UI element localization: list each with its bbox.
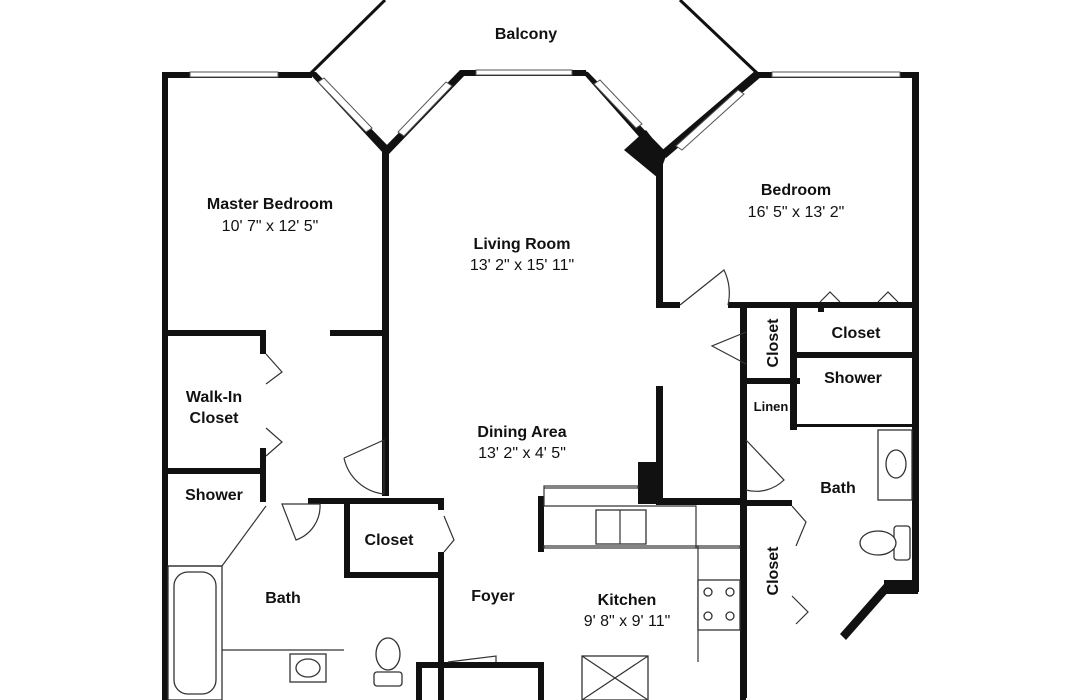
balcony-outline — [308, 0, 760, 76]
living-room-dims: 13' 2" x 15' 11" — [470, 257, 574, 274]
doors — [265, 269, 899, 663]
kitchen-label: Kitchen — [598, 592, 657, 609]
walkin-closet-label-1: Walk-In — [186, 389, 242, 406]
master-bedroom-label: Master Bedroom — [207, 196, 333, 213]
dining-area-label: Dining Area — [477, 424, 566, 441]
master-bedroom-dims: 10' 7" x 12' 5" — [222, 218, 319, 235]
toilet-left — [373, 671, 403, 687]
range-stove — [697, 579, 741, 631]
fixtures — [167, 429, 913, 700]
dining-area-dims: 13' 2" x 4' 5" — [478, 445, 566, 462]
shower-left-label: Shower — [185, 487, 243, 504]
walkin-closet-label-2: Closet — [190, 410, 240, 427]
room-labels: Balcony Master Bedroom 10' 7" x 12' 5" L… — [185, 26, 882, 630]
bath-left-label: Bath — [265, 590, 301, 607]
kitchen-dims: 9' 8" x 9' 11" — [584, 613, 671, 630]
balcony-label: Balcony — [495, 26, 557, 43]
kitchen-sink — [595, 509, 647, 545]
bedroom-dims: 16' 5" x 13' 2" — [748, 204, 845, 221]
living-room-label: Living Room — [474, 236, 571, 253]
linen-label: Linen — [754, 399, 789, 414]
closet-center-label: Closet — [365, 532, 415, 549]
closet-right-top-label: Closet — [832, 325, 882, 342]
closet-vertical-bottom-label: Closet — [765, 546, 782, 596]
foyer-label: Foyer — [471, 588, 515, 605]
windows — [189, 69, 901, 151]
closet-vertical-top-label: Closet — [765, 318, 782, 368]
shower-right-label: Shower — [824, 370, 882, 387]
bath-right-label: Bath — [820, 480, 856, 497]
bedroom-label: Bedroom — [761, 182, 831, 199]
